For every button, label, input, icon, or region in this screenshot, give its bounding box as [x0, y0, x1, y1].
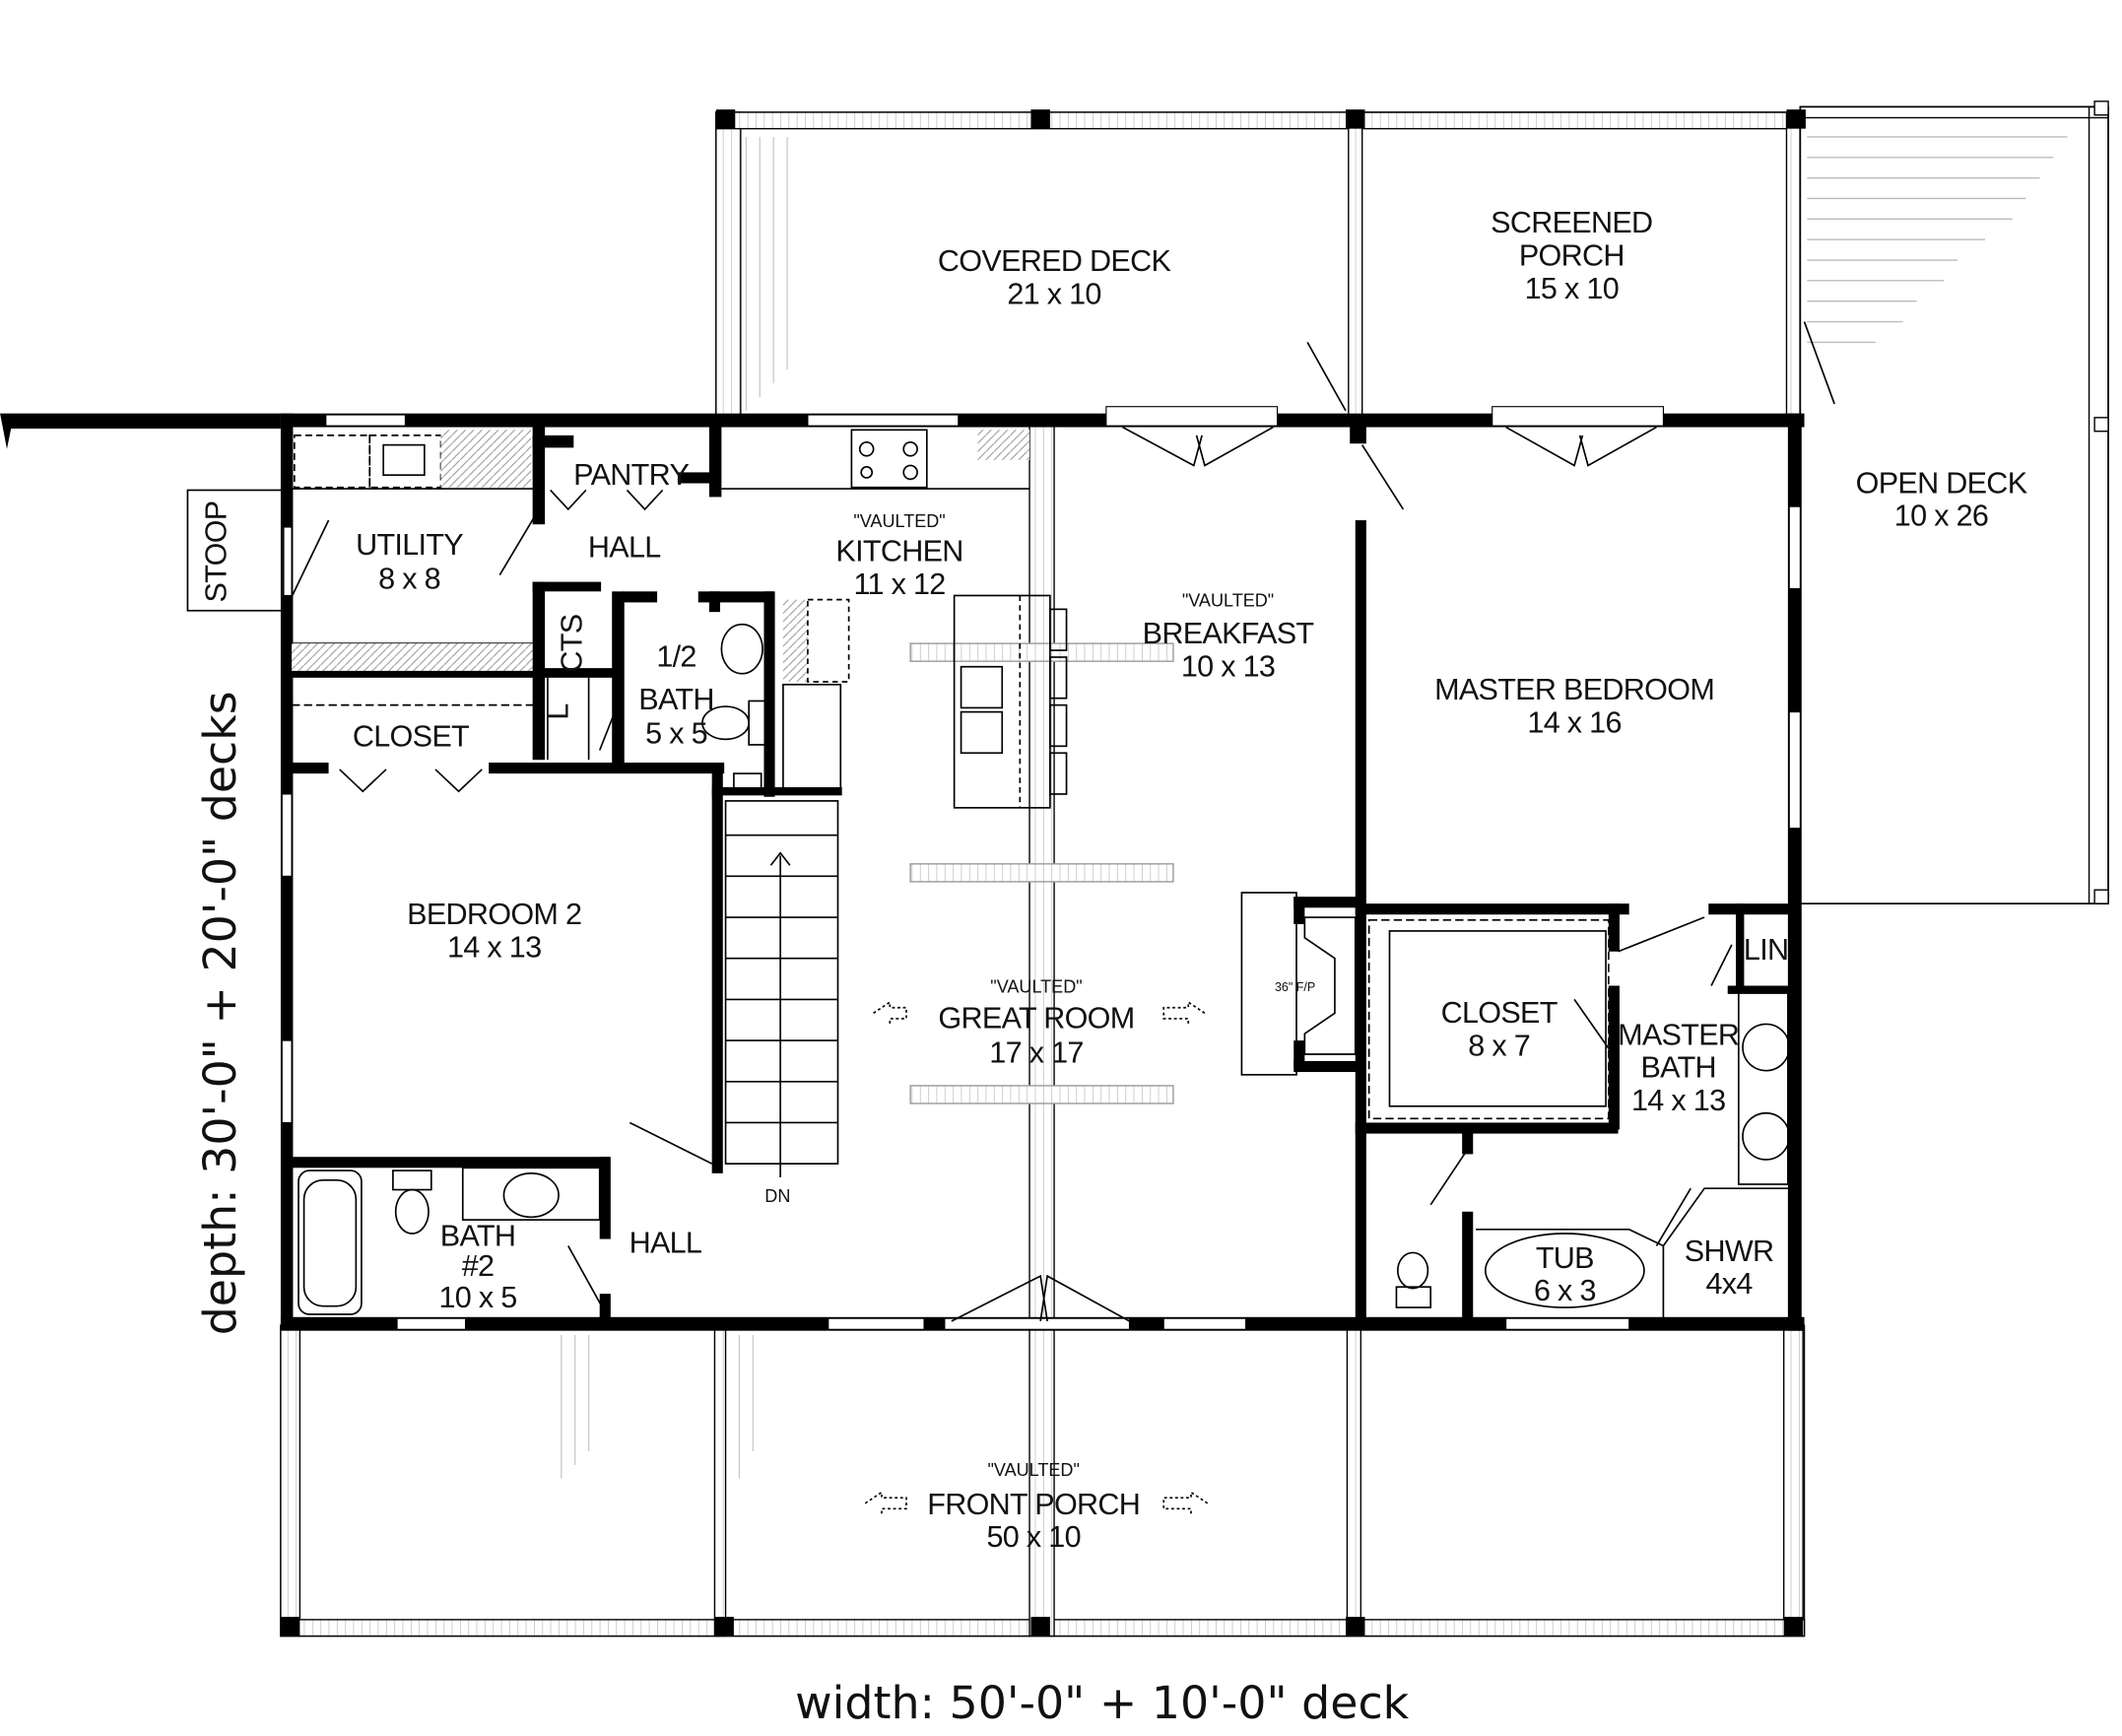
covered-deck [715, 111, 1799, 423]
room-size: 4x4 [1706, 1267, 1754, 1301]
interior-walls [287, 421, 1798, 1328]
room-size: 14 x 13 [1631, 1084, 1725, 1117]
depth-dimension: depth: 30'-0" + 20'-0" decks [193, 691, 246, 1335]
windows [281, 406, 1801, 1330]
fireplace-label: 36" F/P [1275, 980, 1315, 994]
room-master-bedroom: MASTER BEDROOM [1434, 673, 1714, 706]
room-covered-deck: COVERED DECK 21 x 10 [938, 244, 1172, 310]
room-great-room: GREAT ROOM [938, 1002, 1134, 1035]
room-breakfast: BREAKFAST [1143, 617, 1314, 650]
room-size: 21 x 10 [1007, 277, 1100, 310]
room-front-porch: FRONT PORCH [927, 1488, 1140, 1521]
room-size: 15 x 10 [1525, 272, 1619, 305]
room-name: #2 [462, 1249, 495, 1283]
room-screened-porch: SCREENED PORCH 15 x 10 [1491, 206, 1653, 305]
room-size: 8 x 8 [378, 563, 440, 596]
room-size: 6 x 3 [1534, 1274, 1596, 1307]
room-half-bath: 1/2 [656, 640, 696, 674]
room-hall: HALL [630, 1226, 702, 1259]
vaulted-note: "VAULTED" [990, 976, 1082, 996]
room-size: 10 x 5 [438, 1281, 516, 1314]
vaulted-note: "VAULTED" [1182, 591, 1274, 611]
room-cts: CTS [556, 615, 589, 673]
vaulted-note: "VAULTED" [853, 511, 945, 531]
room-name: BATH [638, 683, 713, 716]
open-deck [1799, 100, 2109, 904]
room-size: 10 x 13 [1181, 649, 1275, 683]
room-name: COVERED DECK [938, 244, 1172, 278]
room-size: 8 x 7 [1468, 1029, 1530, 1062]
shower-label: SHWR [1685, 1235, 1774, 1268]
room-size: 10 x 26 [1894, 500, 1988, 533]
posts [280, 109, 1806, 1636]
room-utility: UTILITY [356, 528, 463, 562]
room-name: OPEN DECK [1856, 466, 2028, 500]
room-name: PORCH [1519, 239, 1625, 273]
doors [291, 321, 1835, 1322]
fixtures [186, 429, 1791, 1514]
room-closet: CLOSET [353, 719, 469, 753]
width-dimension: width: 50'-0" + 10'-0" deck [795, 1676, 1409, 1729]
room-name: SCREENED [1491, 206, 1652, 239]
room-master-bath: MASTER [1618, 1018, 1739, 1051]
room-size: 14 x 13 [447, 930, 541, 964]
room-size: 11 x 12 [853, 568, 945, 601]
room-name: BATH [1640, 1051, 1715, 1085]
room-bedroom-2: BEDROOM 2 [407, 898, 581, 931]
tub-label: TUB [1536, 1241, 1594, 1275]
room-linen: LIN [1744, 933, 1788, 967]
ceiling-beams [909, 642, 1174, 1104]
room-pantry: PANTRY [573, 458, 689, 492]
room-hall: HALL [588, 531, 661, 565]
room-stoop: STOOP [199, 501, 232, 603]
stairs-label: DN [764, 1186, 790, 1206]
room-size: 14 x 16 [1527, 705, 1621, 739]
room-kitchen: KITCHEN [835, 535, 962, 568]
room-size: 50 x 10 [987, 1520, 1081, 1554]
room-size: 5 x 5 [645, 717, 707, 751]
room-open-deck: OPEN DECK 10 x 26 [1856, 466, 2029, 533]
vaulted-note: "VAULTED" [988, 1460, 1080, 1480]
room-labels: COVERED DECK 21 x 10 SCREENED PORCH 15 x… [199, 206, 2029, 1554]
room-bath-2: BATH [440, 1220, 515, 1253]
room-size: 17 x 17 [989, 1035, 1083, 1069]
room-l: L [542, 703, 575, 719]
room-master-closet: CLOSET [1441, 996, 1558, 1030]
